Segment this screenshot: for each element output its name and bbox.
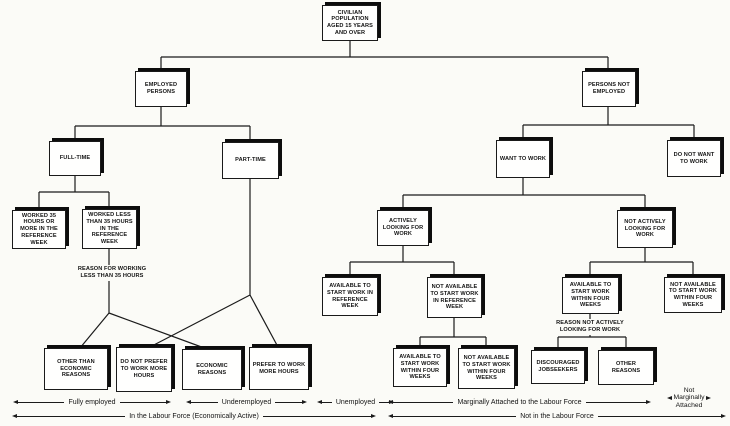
- annotation-reason-less-hours: REASON FOR WORKING LESS THAN 35 HOURS: [72, 265, 152, 281]
- left-arrow-icon: [13, 400, 18, 404]
- node-do-not-want-to-work: DO NOT WANT TO WORK: [667, 140, 721, 177]
- left-arrow-icon: [666, 396, 672, 401]
- legend-label: Not in the Labour Force: [520, 412, 594, 420]
- legend-line: [119, 401, 167, 403]
- right-arrow-icon: [706, 396, 712, 401]
- node-worked-35-hours: WORKED 35 HOURS OR MORE IN THE REFERENCE…: [12, 210, 66, 249]
- legend-label: Marginally: [673, 394, 705, 402]
- legend-line: [191, 401, 218, 403]
- legend-line: [393, 401, 454, 403]
- legend-line: [585, 401, 647, 403]
- left-arrow-icon: [388, 400, 393, 404]
- node-part-time: PART-TIME: [222, 142, 279, 179]
- right-arrow-icon: [371, 414, 376, 418]
- right-arrow-icon: [166, 400, 172, 404]
- right-arrow-icon: [302, 400, 308, 404]
- connector-notavailref-split: [419, 318, 487, 348]
- node-actively-looking: ACTIVELY LOOKING FOR WORK: [377, 210, 429, 246]
- legend-fully-employed: Fully employed: [13, 396, 172, 408]
- legend-in-labour-force: In the Labour Force (Economically Active…: [12, 410, 376, 422]
- node-employed-persons: EMPLOYED PERSONS: [135, 71, 187, 107]
- node-worked-less-35-hours: WORKED LESS THAN 35 HOURS IN THE REFEREN…: [82, 209, 137, 249]
- node-other-reasons: OTHER REASONS: [598, 350, 654, 385]
- node-economic-reasons: ECONOMIC REASONS: [182, 349, 242, 390]
- node-discouraged-jobseekers: DISCOURAGED JOBSEEKERS: [531, 350, 585, 384]
- legend-label: Fully employed: [68, 398, 116, 406]
- left-arrow-icon: [12, 414, 17, 418]
- connector-employed-split: [74, 107, 251, 142]
- legend-line: [322, 401, 332, 403]
- left-arrow-icon: [186, 400, 191, 404]
- connector-wantwork-split: [402, 178, 646, 210]
- legend-underemployed: Underemployed: [186, 396, 308, 408]
- legend-not-marginally-attached: Not Marginally Attached: [652, 387, 726, 409]
- legend-marginally-attached: Marginally Attached to the Labour Force: [388, 396, 652, 408]
- connector-notactively-split: [589, 248, 694, 277]
- connector-reason-fan: [79, 249, 208, 350]
- legend-label: Not: [683, 387, 695, 394]
- node-want-to-work: WANT TO WORK: [496, 140, 550, 178]
- node-not-available-four-weeks-notactive: NOT AVAILABLE TO START WORK WITHIN FOUR …: [664, 277, 722, 313]
- legend-line: [597, 415, 722, 417]
- node-available-four-weeks-notactive: AVAILABLE TO START WORK WITHIN FOUR WEEK…: [562, 277, 619, 314]
- legend-label: Attached: [675, 401, 703, 409]
- connector-fulltime-split: [38, 176, 110, 210]
- legend-label: In the Labour Force (Economically Active…: [129, 412, 259, 420]
- node-available-four-weeks: AVAILABLE TO START WORK WITHIN FOUR WEEK…: [393, 348, 447, 387]
- left-arrow-icon: [388, 414, 393, 418]
- node-civilian-population: CIVILIAN POPULATION AGED 15 YEARS AND OV…: [322, 5, 378, 41]
- node-prefer-more-hours: PREFER TO WORK MORE HOURS: [249, 347, 309, 390]
- annotation-reason-not-actively: REASON NOT ACTIVELY LOOKING FOR WORK: [549, 319, 631, 335]
- connector-top-split: [160, 41, 609, 71]
- legend-line: [262, 415, 371, 417]
- legend-line: [379, 401, 389, 403]
- right-arrow-icon: [721, 414, 727, 418]
- node-not-available-reference-week: NOT AVAILABLE TO START WORK IN REFERENCE…: [427, 277, 482, 318]
- legend-line: [393, 415, 517, 417]
- left-arrow-icon: [317, 400, 322, 404]
- node-full-time: FULL-TIME: [49, 141, 101, 176]
- legend-line: [18, 401, 65, 403]
- legend-line: [17, 415, 126, 417]
- connector-notemployed-split: [522, 107, 695, 140]
- connector-actively-split: [349, 246, 455, 277]
- legend-unemployed: Unemployed: [317, 396, 394, 408]
- right-arrow-icon: [646, 400, 652, 404]
- legend-label: Unemployed: [335, 398, 376, 406]
- node-other-than-economic-reasons: OTHER THAN ECONOMIC REASONS: [44, 348, 108, 390]
- legend-label: Marginally Attached to the Labour Force: [457, 398, 582, 406]
- legend-not-in-labour-force: Not in the Labour Force: [388, 410, 727, 422]
- node-available-reference-week: AVAILABLE TO START WORK IN REFERENCE WEE…: [322, 277, 378, 316]
- node-do-not-prefer-more-hours: DO NOT PREFER TO WORK MORE HOURS: [116, 347, 172, 392]
- legend-label: Underemployed: [221, 398, 272, 406]
- legend-line: [275, 401, 303, 403]
- node-not-actively-looking: NOT ACTIVELY LOOKING FOR WORK: [617, 210, 673, 248]
- node-not-available-four-weeks: NOT AVAILABLE TO START WORK WITHIN FOUR …: [458, 348, 515, 389]
- node-persons-not-employed: PERSONS NOT EMPLOYED: [582, 71, 636, 107]
- connector-parttime-fan: [149, 179, 279, 348]
